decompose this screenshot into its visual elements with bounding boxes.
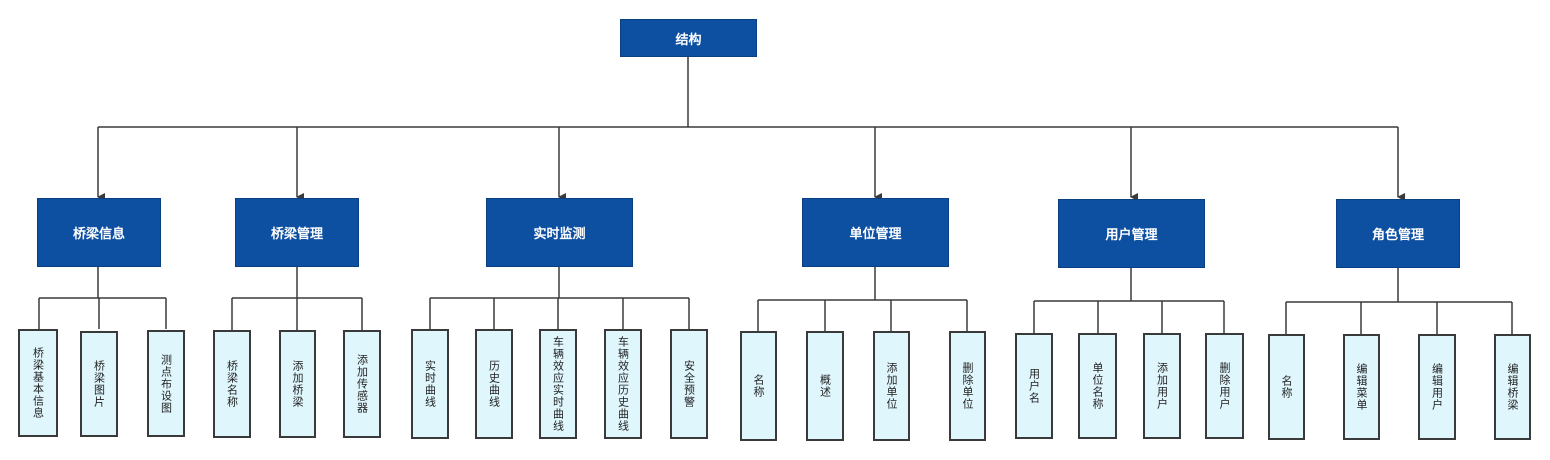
category-unit-management: 单位管理 — [802, 198, 949, 267]
leaf-node: 编辑桥梁 — [1494, 334, 1531, 440]
leaf-node: 用户名 — [1015, 333, 1053, 439]
leaf-node: 编辑用户 — [1418, 334, 1456, 440]
category-realtime-monitoring: 实时监测 — [486, 198, 633, 267]
leaf-node: 删除用户 — [1205, 333, 1244, 439]
leaf-node: 添加桥梁 — [279, 330, 316, 438]
leaf-node: 名称 — [740, 331, 777, 441]
leaf-node: 实时曲线 — [411, 329, 449, 439]
leaf-node: 添加传感器 — [343, 330, 381, 438]
leaf-node: 编辑菜单 — [1343, 334, 1380, 440]
leaf-node: 删除单位 — [949, 331, 986, 441]
leaf-node: 桥梁基本信息 — [18, 329, 58, 437]
leaf-node: 车辆效应实时曲线 — [539, 329, 577, 439]
leaf-node: 添加单位 — [873, 331, 910, 441]
leaf-node: 车辆效应历史曲线 — [604, 329, 642, 439]
root-node: 结构 — [620, 19, 757, 57]
leaf-node: 概述 — [806, 331, 844, 441]
leaf-node: 桥梁图片 — [80, 331, 118, 437]
leaf-node: 历史曲线 — [475, 329, 513, 439]
leaf-node: 测点布设图 — [147, 330, 185, 437]
leaf-node: 名称 — [1268, 334, 1305, 440]
leaf-node: 添加用户 — [1143, 333, 1181, 439]
leaf-node: 单位名称 — [1078, 333, 1117, 439]
category-bridge-info: 桥梁信息 — [37, 198, 161, 267]
leaf-node: 安全预警 — [670, 329, 708, 439]
category-role-management: 角色管理 — [1336, 199, 1460, 268]
category-user-management: 用户管理 — [1058, 199, 1205, 268]
category-bridge-management: 桥梁管理 — [235, 198, 359, 267]
leaf-node: 桥梁名称 — [213, 330, 251, 438]
